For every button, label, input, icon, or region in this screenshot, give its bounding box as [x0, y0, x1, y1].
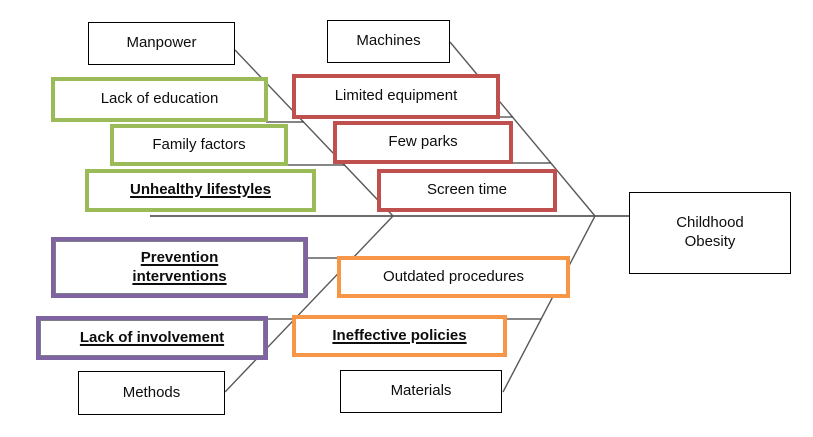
- cause-label-prevention-interventions: Prevention interventions: [132, 248, 227, 285]
- category-box-methods: Methods: [78, 371, 225, 415]
- effect-box-childhood-obesity: Childhood Obesity: [629, 192, 791, 274]
- cause-box-prevention-interventions: Prevention interventions: [51, 237, 308, 298]
- cause-label-outdated-procedures: Outdated procedures: [383, 267, 524, 285]
- cause-box-ineffective-policies: Ineffective policies: [292, 315, 507, 357]
- cause-box-lack-of-involvement: Lack of involvement: [36, 316, 268, 360]
- cause-label-family-factors: Family factors: [152, 135, 246, 153]
- category-label-machines: Machines: [356, 32, 421, 50]
- cause-box-limited-equipment: Limited equipment: [292, 74, 500, 119]
- cause-label-few-parks: Few parks: [388, 133, 458, 151]
- cause-box-unhealthy-lifestyles: Unhealthy lifestyles: [85, 169, 316, 212]
- rib-line-machines: [449, 41, 596, 217]
- cause-label-unhealthy-lifestyles: Unhealthy lifestyles: [130, 181, 271, 199]
- category-label-methods: Methods: [122, 383, 181, 401]
- category-box-machines: Machines: [327, 20, 450, 63]
- cause-box-lack-of-education: Lack of education: [51, 77, 268, 122]
- category-box-materials: Materials: [340, 370, 502, 413]
- cause-label-ineffective-policies: Ineffective policies: [332, 326, 467, 344]
- cause-box-few-parks: Few parks: [333, 121, 513, 164]
- cause-label-lack-of-involvement: Lack of involvement: [79, 328, 225, 346]
- category-label-materials: Materials: [390, 382, 452, 400]
- category-label-manpower: Manpower: [126, 34, 197, 52]
- cause-box-family-factors: Family factors: [110, 124, 288, 166]
- cause-box-screen-time: Screen time: [377, 169, 557, 212]
- effect-label-childhood-obesity: Childhood Obesity: [676, 214, 744, 250]
- cause-label-limited-equipment: Limited equipment: [334, 87, 458, 105]
- cause-label-lack-of-education: Lack of education: [100, 90, 219, 108]
- cause-label-screen-time: Screen time: [426, 181, 508, 199]
- category-box-manpower: Manpower: [88, 22, 235, 65]
- rib-line-methods: [224, 215, 394, 393]
- rib-line-materials: [502, 215, 596, 393]
- cause-box-outdated-procedures: Outdated procedures: [337, 256, 570, 298]
